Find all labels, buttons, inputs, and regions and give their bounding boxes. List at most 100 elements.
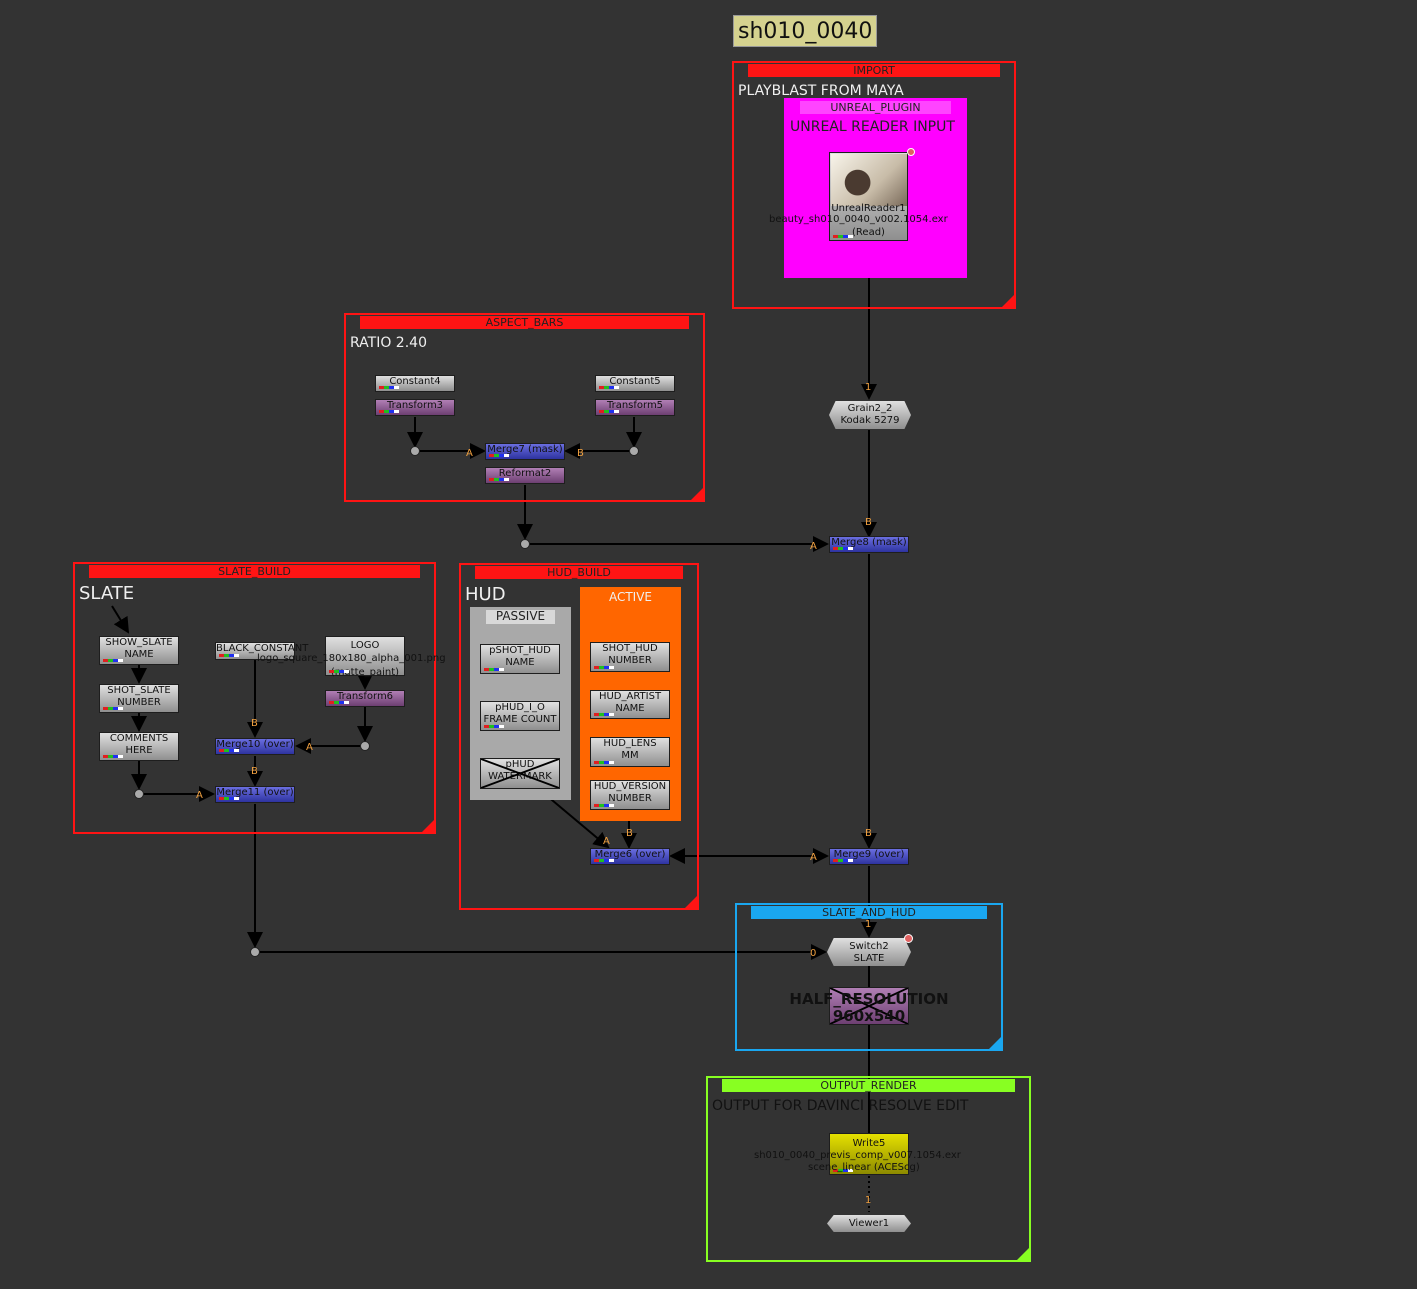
import-title: IMPORT [748, 64, 1000, 77]
channel-indicator [484, 725, 504, 728]
resize-handle[interactable] [685, 896, 697, 908]
write5-node[interactable]: Write5 [829, 1133, 909, 1175]
input-a-label: A [196, 790, 203, 801]
reformat2-label: Reformat2 [498, 468, 552, 479]
comments-label: COMMENTS [109, 733, 169, 744]
transform3-label: Transform3 [386, 400, 444, 411]
hud-version-label: HUD_VERSION [593, 781, 667, 792]
transform5-node[interactable]: Transform5 [595, 399, 675, 416]
dot-node[interactable] [360, 741, 370, 751]
channel-indicator [484, 668, 504, 671]
input-1-label: 1 [865, 382, 872, 393]
read-thumbnail [831, 154, 907, 206]
transform6-label: Transform6 [336, 691, 394, 702]
merge11-node[interactable]: Merge11 (over) [215, 786, 295, 803]
channel-indicator [379, 410, 399, 413]
shot-name-sticky[interactable]: sh010_0040 [733, 15, 878, 47]
input-1-label: 1 [865, 1195, 872, 1206]
input-b-label: B [577, 448, 584, 459]
switch2-label: Switch2 [849, 941, 889, 952]
aspect-bars-backdrop[interactable]: ASPECT_BARS RATIO 2.40 [344, 313, 705, 502]
resize-handle[interactable] [989, 1037, 1001, 1049]
black-constant-node[interactable]: BLACK_CONSTANT [215, 642, 308, 660]
channel-indicator [594, 713, 614, 716]
reformat2-node[interactable]: Reformat2 [485, 467, 565, 484]
shot-hud-sub: NUMBER [608, 655, 652, 666]
hud-build-backdrop[interactable]: HUD_BUILD HUD [459, 563, 699, 910]
half-resolution-node[interactable] [829, 987, 909, 1025]
show-slate-label: SHOW_SLATE [105, 637, 173, 648]
grain-node[interactable]: Grain2_2 Kodak 5279 [829, 401, 911, 429]
merge9-label: Merge9 (over) [833, 849, 905, 860]
write5-file: sh010_0040_previs_comp_v007.1054.exr [754, 1150, 961, 1161]
channel-indicator [833, 235, 853, 238]
unreal-plugin-backdrop[interactable]: UNREAL_PLUGIN UNREAL READER INPUT [784, 98, 967, 278]
dot-node[interactable] [134, 789, 144, 799]
hud-version-sub: NUMBER [608, 793, 652, 804]
merge6-node[interactable]: Merge6 (over) [590, 848, 670, 865]
active-title: ACTIVE [582, 591, 679, 605]
unreal-reader-file: beauty_sh010_0040_v002.1054.exr [769, 214, 948, 225]
hud-build-label: HUD [465, 584, 506, 605]
input-a-label: A [810, 541, 817, 552]
resize-handle[interactable] [422, 820, 434, 832]
channel-indicator [219, 749, 239, 752]
logo-file: logo_square_180x180_alpha_001.png [257, 653, 446, 664]
dot-node[interactable] [520, 539, 530, 549]
dot-node[interactable] [410, 446, 420, 456]
disabled-x-icon [830, 988, 908, 1024]
half-resolution-label: HALF_RESOLUTION [789, 990, 949, 1008]
slate-and-hud-title: SLATE_AND_HUD [751, 906, 987, 919]
expression-indicator-icon [907, 148, 915, 156]
dot-node[interactable] [629, 446, 639, 456]
pshot-hud-label: pSHOT_HUD [489, 645, 551, 656]
dot-node[interactable] [250, 947, 260, 957]
unreal-reader-node[interactable]: UnrealReader1 (Read) [829, 152, 908, 241]
channel-indicator [103, 659, 123, 662]
aspect-bars-label: RATIO 2.40 [350, 335, 427, 351]
merge10-label: Merge10 (over) [216, 739, 294, 750]
constant5-node[interactable]: Constant5 [595, 375, 675, 392]
input-b-label: B [865, 517, 872, 528]
channel-indicator [379, 386, 399, 389]
slate-build-title: SLATE_BUILD [89, 565, 420, 578]
merge7-node[interactable]: Merge7 (mask) [485, 443, 565, 460]
half-resolution-label-block: HALF_RESOLUTION 960x540 [789, 991, 949, 1025]
merge10-node[interactable]: Merge10 (over) [215, 738, 295, 755]
hud-build-title: HUD_BUILD [475, 566, 683, 579]
resize-handle[interactable] [1017, 1248, 1029, 1260]
input-a-label: A [603, 836, 610, 847]
logo-label: LOGO [350, 640, 380, 651]
channel-indicator [833, 859, 853, 862]
logo-node[interactable]: LOGO (matte_paint) [325, 636, 405, 678]
transform6-node[interactable]: Transform6 [325, 690, 405, 707]
slate-build-backdrop[interactable]: SLATE_BUILD SLATE [73, 562, 436, 834]
import-backdrop[interactable]: IMPORT PLAYBLAST FROM MAYA [732, 61, 1016, 309]
merge8-node[interactable]: Merge8 (mask) [829, 536, 909, 553]
hud-artist-sub: NAME [615, 703, 645, 714]
viewer1-node[interactable]: Viewer1 [827, 1215, 911, 1232]
slate-and-hud-backdrop[interactable]: SLATE_AND_HUD [735, 903, 1003, 1051]
merge9-node[interactable]: Merge9 (over) [829, 848, 909, 865]
input-0-label: 0 [810, 948, 817, 959]
channel-indicator [103, 755, 123, 758]
constant4-node[interactable]: Constant4 [375, 375, 455, 392]
logo-sub: (matte_paint) [330, 667, 400, 678]
resize-handle[interactable] [691, 488, 703, 500]
switch2-node[interactable]: Switch2 SLATE [827, 938, 911, 966]
black-constant-label: BLACK_CONSTANT [216, 643, 309, 654]
import-label: PLAYBLAST FROM MAYA [738, 83, 904, 99]
output-render-backdrop[interactable]: OUTPUT_RENDER OUTPUT FOR DAVINCI RESOLVE… [706, 1076, 1031, 1262]
resize-handle[interactable] [1002, 295, 1014, 307]
transform3-node[interactable]: Transform3 [375, 399, 455, 416]
